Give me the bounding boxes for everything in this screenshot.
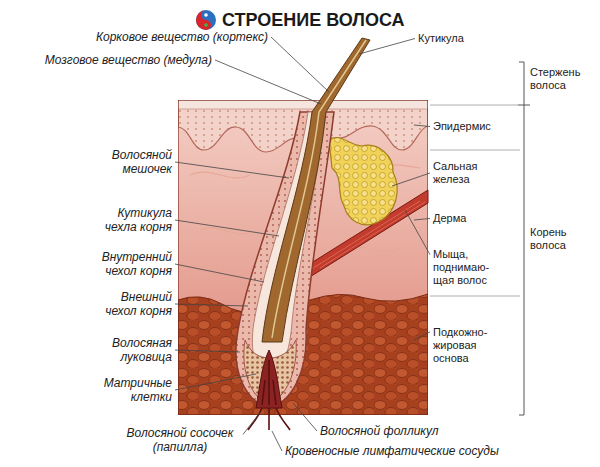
part-label: Сальная железа [433,160,503,186]
section-bracket [518,62,530,415]
part-label: Мыща, поднимаю- щая волос [433,248,495,287]
part-label: Матричные клетки [96,376,172,404]
layer-divider [430,105,520,296]
part-label: Мозговое вещество (медула) [45,53,212,67]
part-label: Волосяная луковица [96,336,172,364]
stratum-corneum [178,100,428,109]
leader-line [175,350,240,352]
part-label: Внутренний чехол корня [96,250,172,278]
part-label: Волосяной фолликул [320,424,439,438]
layer-label: Эпидермис [433,120,491,133]
part-label: Корковое вещество (кортекс) [96,30,268,44]
part-label: Внешний чехол корня [96,290,172,318]
leader-line [414,219,430,221]
logo-dot [204,13,208,17]
logo-blue [196,10,216,30]
leader-line [175,264,264,282]
leader-line [175,304,248,306]
part-label: Волосяной мешочек [96,148,172,176]
leader-line [175,220,279,236]
leader-line [414,125,430,127]
leader-line [272,431,282,451]
leader-line [405,210,430,255]
hair-shaft [262,38,370,342]
section-label: Корень волоса [530,226,596,252]
leader-line [359,39,415,55]
title: СТРОЕНИЕ ВОЛОСА [222,9,405,31]
layer-label: Подкожно- жировая основа [433,326,503,365]
part-label: Волосяной сосочек (папилла) [120,426,240,454]
section-label: Стержень волоса [530,66,596,92]
part-label: Кутикула чехла корня [96,206,172,234]
skin-block [178,100,428,415]
leader-line [271,37,329,92]
leader-line [392,173,430,186]
leader-line [175,374,256,390]
leader-line [414,332,430,340]
leader-line [243,410,262,434]
sebaceous-gland [329,138,397,225]
layer-label: Дерма [433,212,466,225]
part-label: Кутикула [418,32,464,45]
leader-line [215,60,321,104]
logo-dot [204,23,208,27]
dermis [178,100,428,415]
skin-outline [178,100,428,415]
leader-line [175,162,289,178]
part-label: Кровеносные лимфатические сосуды [285,444,499,458]
leader-line [293,403,317,431]
logo-red [196,10,211,30]
logo [196,10,216,30]
hair-medulla [272,40,366,338]
